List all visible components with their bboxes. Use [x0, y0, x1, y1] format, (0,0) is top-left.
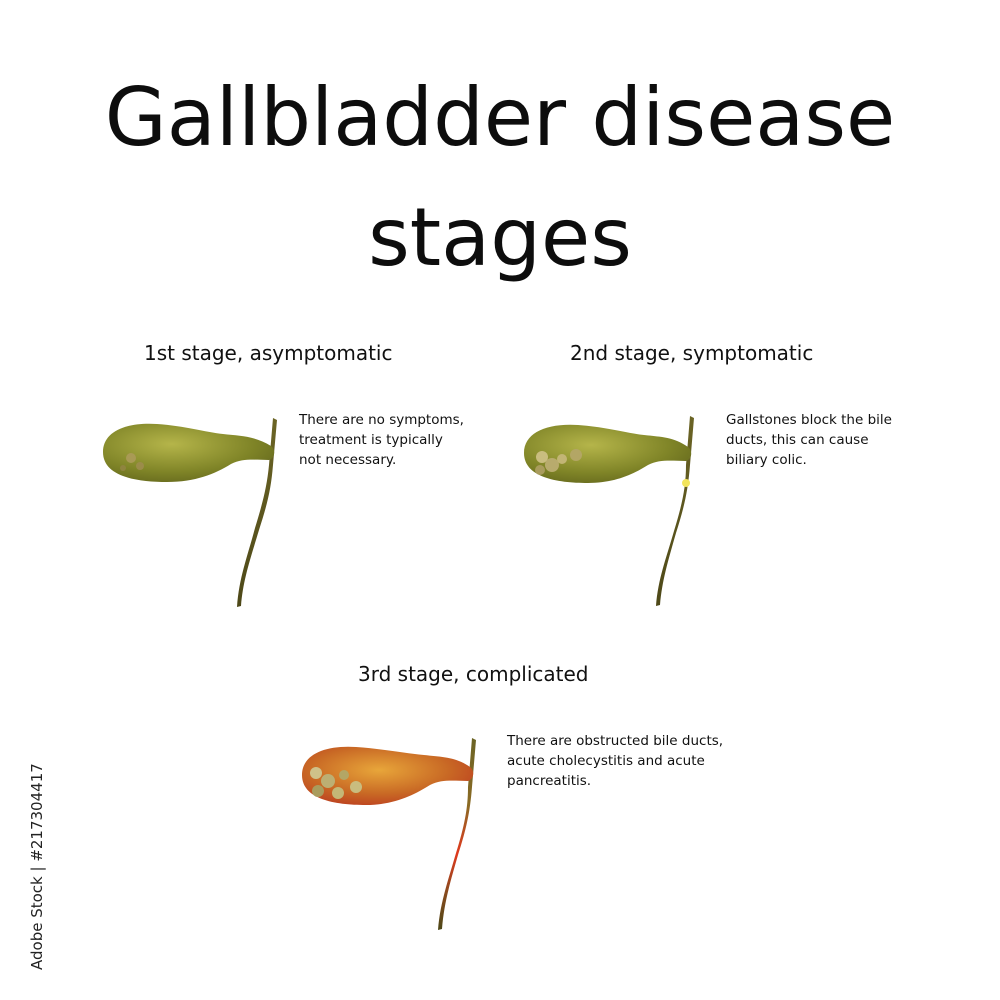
stock-credit-text: Adobe Stock | #217304417 — [28, 763, 46, 970]
stage-3-gallstone — [339, 770, 349, 780]
stage-1-gallbladder-body — [103, 423, 275, 482]
stage-1-heading: 1st stage, asymptomatic — [144, 341, 393, 365]
stage-2-heading: 2nd stage, symptomatic — [570, 341, 814, 365]
stage-1-gallstone — [126, 453, 136, 463]
stage-3-description: There are obstructed bile ducts, acute c… — [507, 733, 724, 789]
stage-1-gallstone — [120, 465, 126, 471]
stage-3-gallstone — [312, 785, 324, 797]
stage-1-bile-duct — [237, 418, 277, 607]
stage-2-description: Gallstones block the bile ducts, this ca… — [726, 412, 892, 468]
stage-3-gallstone — [321, 774, 335, 788]
page-title-line-1: Gallbladder disease — [104, 71, 896, 164]
stage-3-gallstone — [332, 787, 344, 799]
stage-2-blockage-marker — [682, 479, 690, 487]
stock-credit: Adobe Stock | #217304417 — [6, 763, 46, 970]
stage-3-gallstone — [310, 767, 322, 779]
stage-2-gallstone — [536, 451, 548, 463]
stage-2-gallstone — [570, 449, 582, 461]
stage-1-gallstone — [136, 462, 144, 470]
stage-2-bile-duct — [656, 416, 694, 606]
page-title-line-2: stages — [368, 191, 632, 284]
stage-2-gallbladder-body — [524, 424, 692, 483]
stage-1-description: There are no symptoms, treatment is typi… — [299, 412, 464, 468]
stage-3-heading: 3rd stage, complicated — [358, 662, 589, 686]
stage-2-gallbladder-illustration — [524, 416, 694, 606]
page-title: Gallbladder disease stages — [0, 58, 1000, 298]
stage-3-gallstone — [350, 781, 362, 793]
stage-2-gallstone — [535, 465, 545, 475]
stage-2-gallstone — [557, 454, 567, 464]
stage-2-gallstone — [545, 458, 559, 472]
stage-3-bile-duct — [438, 738, 476, 930]
stage-3-gallbladder-illustration — [302, 738, 476, 930]
stage-1-gallbladder-illustration — [103, 418, 277, 607]
stage-3-gallbladder-body — [302, 746, 474, 805]
